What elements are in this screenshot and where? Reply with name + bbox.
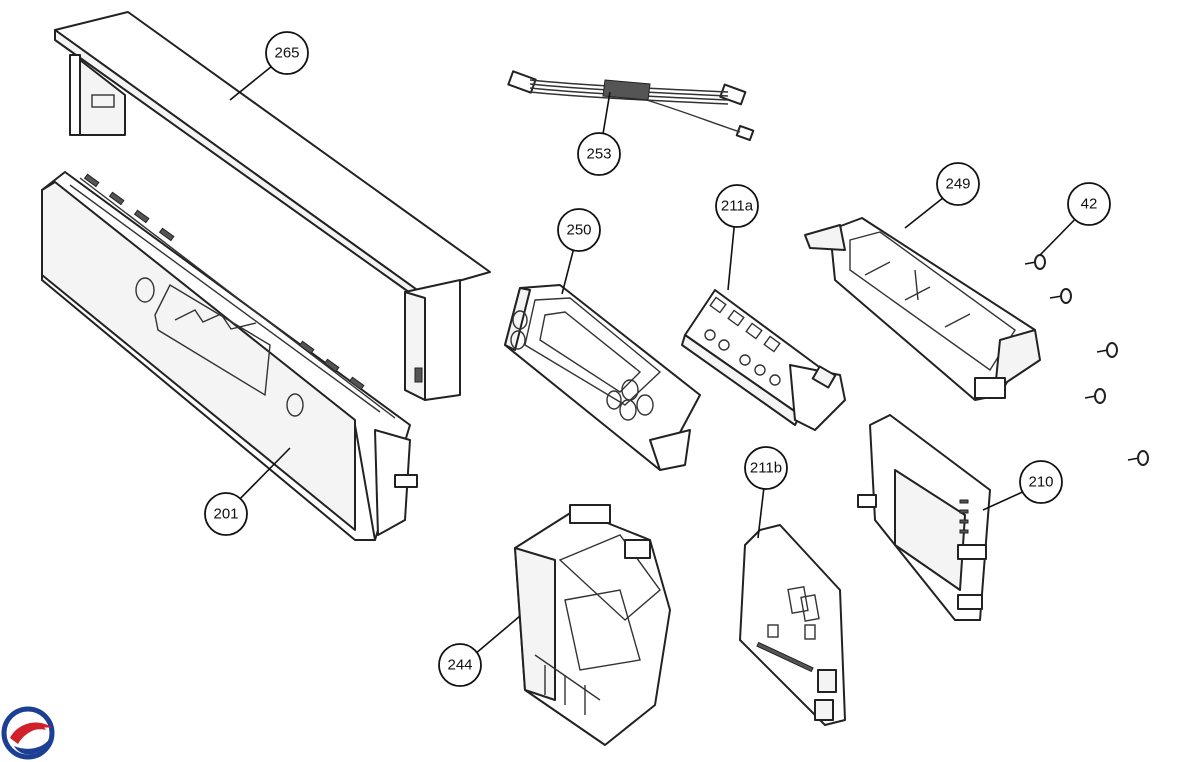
callout-label-211b: 211b (750, 460, 782, 477)
screw-3 (1096, 342, 1118, 358)
callout-210: 210 (1019, 460, 1063, 504)
part-42-screws (1024, 254, 1149, 466)
callout-label-265: 265 (274, 45, 299, 62)
part-211b-main-board (739, 524, 846, 726)
part-250-display-bracket (504, 284, 701, 471)
callout-211b: 211b (744, 446, 788, 490)
part-244-dispenser-housing (514, 504, 671, 746)
screw-2 (1049, 288, 1072, 304)
callout-244: 244 (438, 643, 482, 687)
leader-265 (229, 61, 278, 101)
callout-253: 253 (577, 132, 621, 176)
screw-1 (1024, 254, 1046, 270)
callout-label-249: 249 (945, 176, 970, 193)
callout-250: 250 (557, 208, 601, 252)
callout-201: 201 (204, 492, 248, 536)
part-210-cover-plate (857, 414, 991, 621)
callout-label-244: 244 (447, 657, 472, 674)
callout-211a: 211a (715, 184, 759, 228)
part-211a-display-board (681, 289, 846, 431)
callout-label-211a: 211a (721, 198, 754, 215)
callout-label-201: 201 (213, 506, 238, 523)
part-265-trim-strip (54, 11, 491, 401)
brand-logo-icon (1, 706, 55, 760)
callout-label-253: 253 (586, 146, 611, 163)
callout-label-250: 250 (566, 222, 591, 239)
part-249-bracket-frame (804, 217, 1041, 401)
callout-249: 249 (936, 162, 980, 206)
part-253-wiring-harness (507, 70, 755, 142)
callout-label-210: 210 (1028, 474, 1053, 491)
screw-5 (1127, 450, 1149, 466)
part-201-control-panel (41, 171, 418, 541)
screw-4 (1084, 388, 1106, 404)
callout-265: 265 (265, 31, 309, 75)
callout-42: 42 (1067, 182, 1111, 226)
callout-label-42: 42 (1081, 196, 1098, 213)
